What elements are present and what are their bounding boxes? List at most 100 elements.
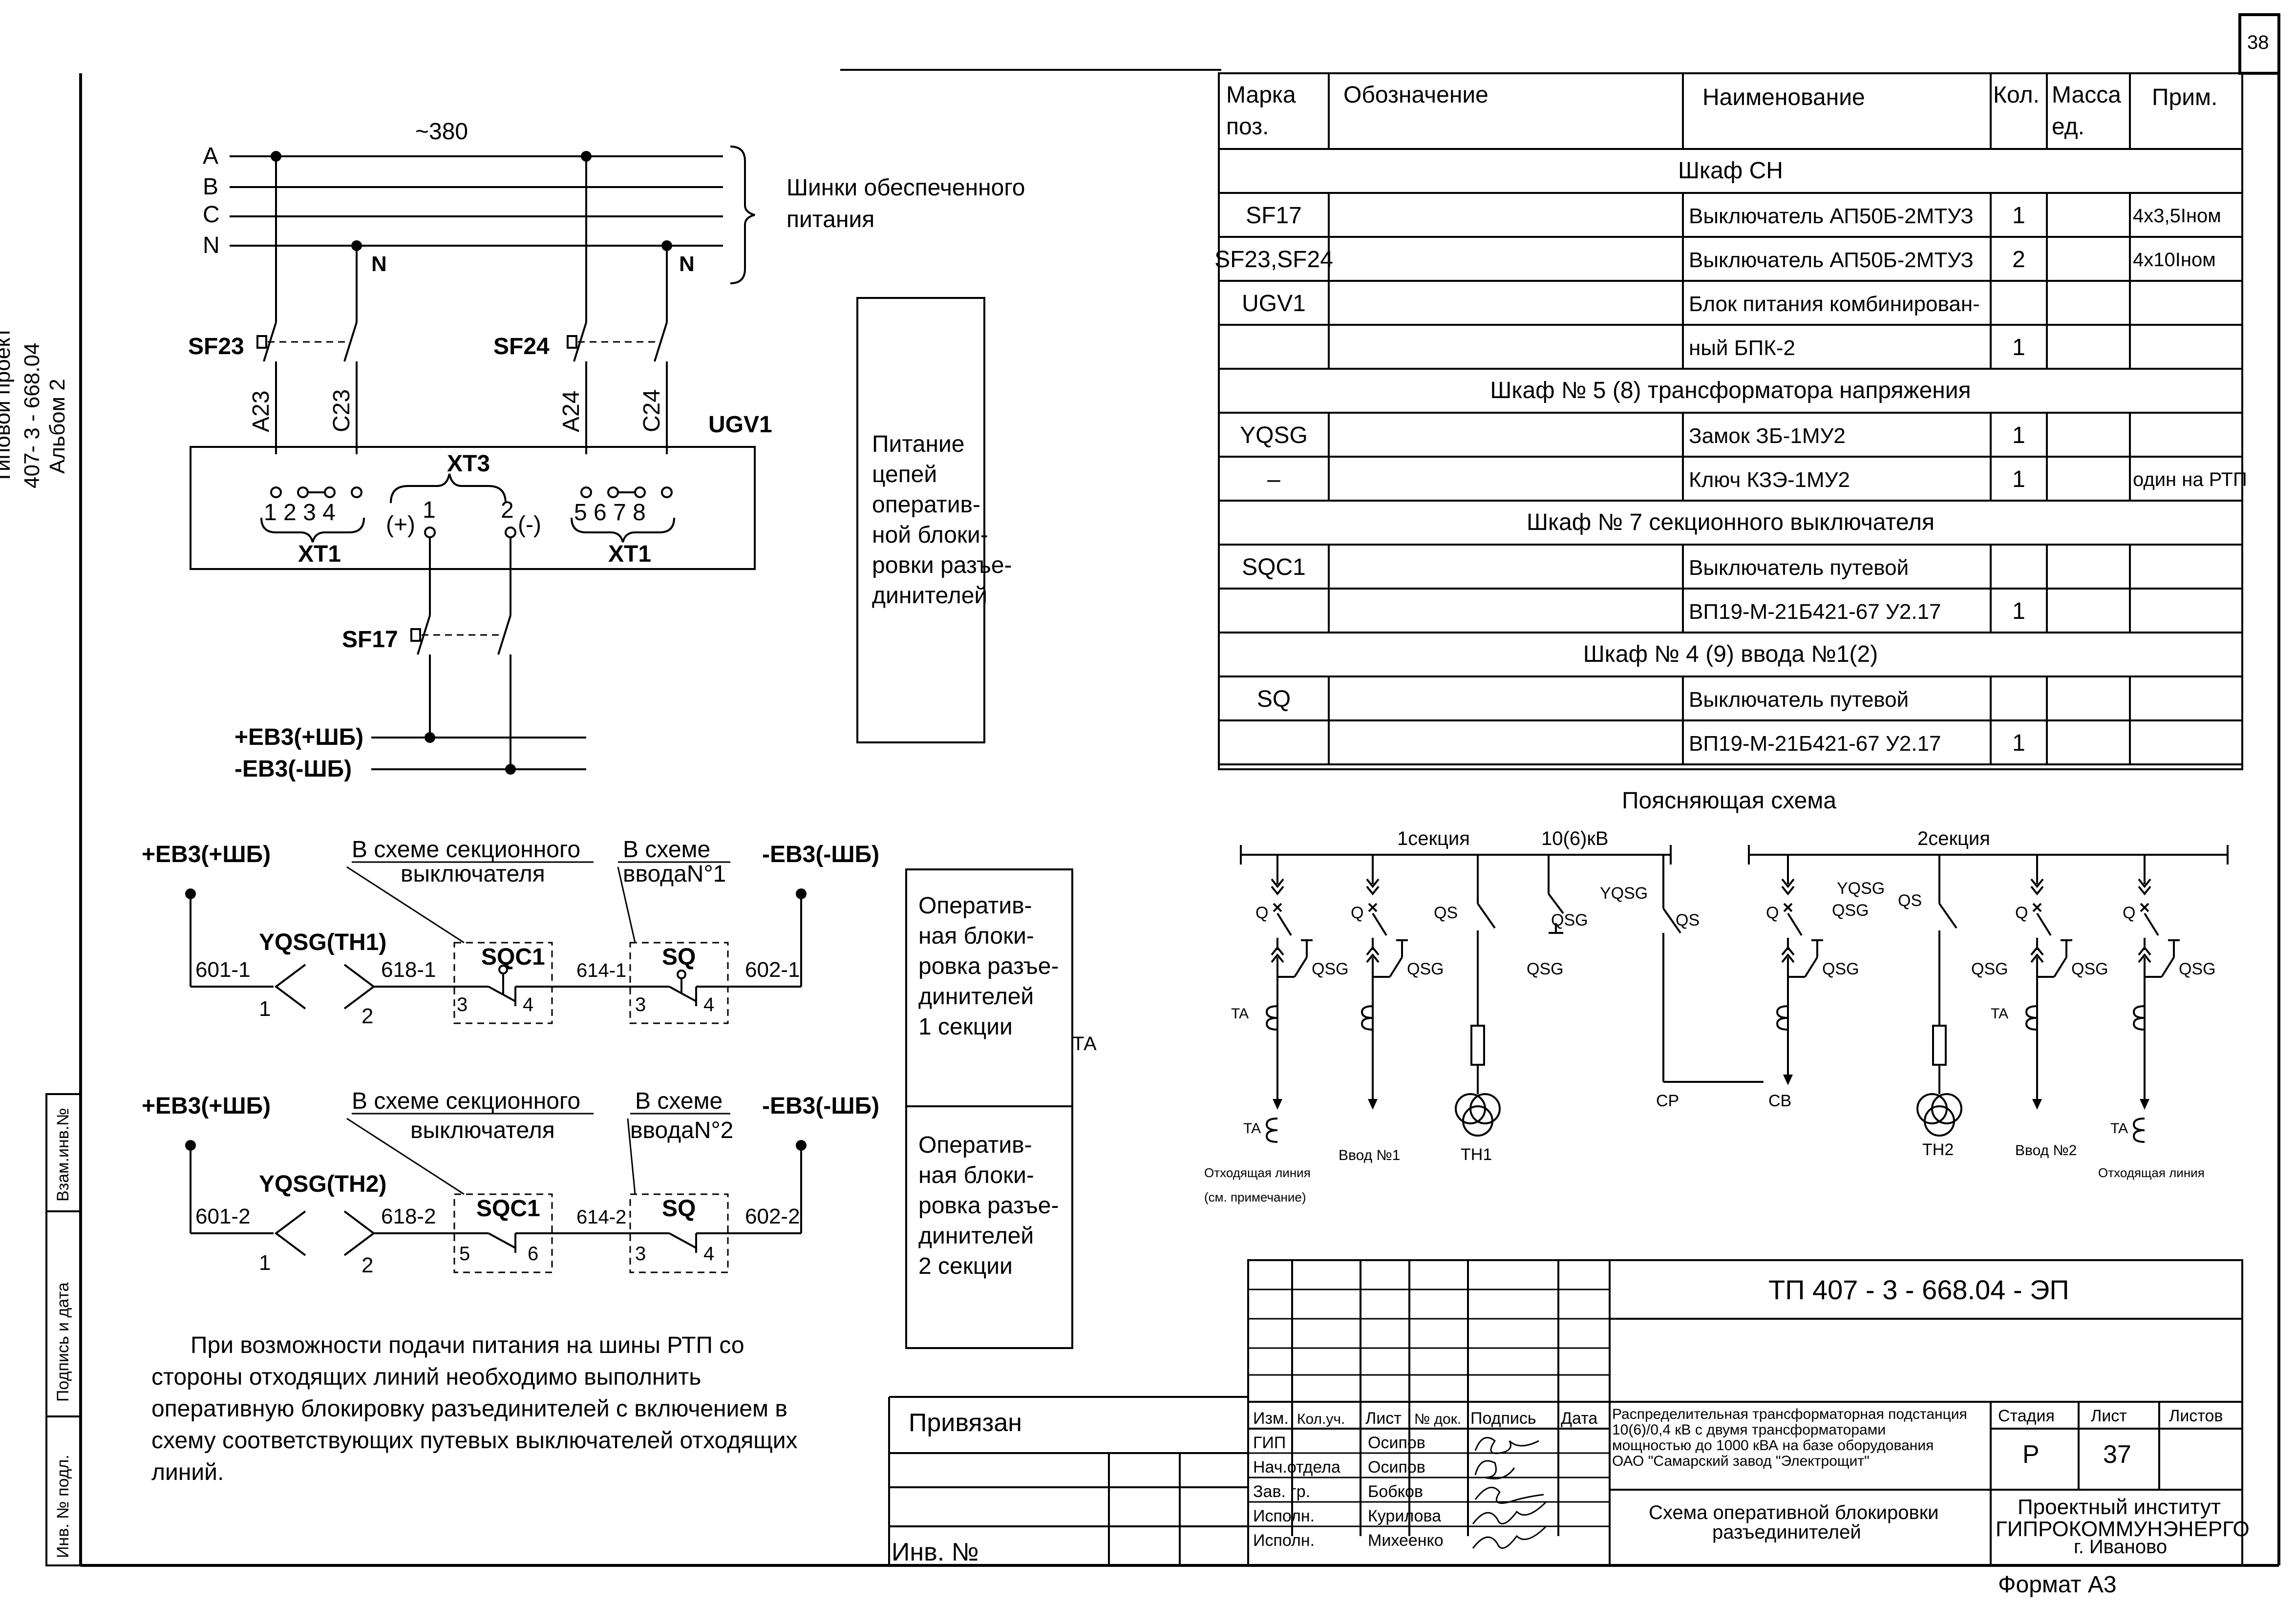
sheet-header: Лист — [2091, 1407, 2127, 1425]
stage-header: Стадия — [1998, 1407, 2055, 1425]
spec-name: ВП19-М-21Б421-67 У2.17 — [1689, 732, 1941, 756]
sld-out-left-2: (см. примечание) — [1204, 1190, 1306, 1204]
power-box-line-1: Питание — [872, 431, 964, 457]
sld-qsg-label: QSG — [1527, 960, 1564, 978]
title-block: Привязан Инв. № ТП 407 - 3 - 668.04 - ЭП… — [888, 1259, 2250, 1598]
lc2-sq: SQ — [662, 1196, 696, 1222]
box2-line-1: Оператив- — [918, 1132, 1032, 1158]
sf24-label: SF24 — [493, 334, 550, 359]
box1-line-3: ровка разъе- — [918, 953, 1059, 979]
spec-qty: 2 — [2012, 247, 2025, 273]
ta-mark: ТА — [1072, 1033, 1097, 1055]
spec-qty: 1 — [2012, 422, 2025, 448]
power-box: Питание цепей оператив- ной блоки- ровки… — [856, 297, 1012, 743]
spec-name: Блок питания комбинирован- — [1689, 292, 1980, 316]
doc-code: ТП 407 - 3 - 668.04 - ЭП — [1768, 1274, 2069, 1305]
sld-ta-label: TA — [1991, 1006, 2008, 1022]
wire-c24: C24 — [639, 389, 665, 432]
ugv1-label: UGV1 — [708, 412, 772, 438]
sld-cb: СВ — [1768, 1092, 1791, 1110]
box2-line-3: ровка разъе- — [918, 1193, 1059, 1219]
sld-qsg-label: QSG — [1407, 960, 1444, 978]
name-4: Курилова — [1368, 1507, 1441, 1525]
stamp-sign: Подпись и дата — [54, 1282, 72, 1402]
th-date: Дата — [1561, 1409, 1597, 1428]
th-mark-1: Марка — [1226, 82, 1296, 108]
power-box-line-4: ной блоки- — [872, 522, 988, 548]
note: При возможности подачи питания на шины Р… — [151, 1332, 798, 1485]
spec-mark: UGV1 — [1242, 291, 1306, 317]
lc1-w1: 601-1 — [195, 958, 251, 982]
lc2-c2: 6 — [528, 1243, 538, 1265]
inv-label: Инв. № — [892, 1538, 978, 1566]
sld-q-label: Q — [1255, 904, 1268, 922]
spec-mark: – — [1267, 466, 1280, 492]
spec-qty: 1 — [2012, 203, 2025, 229]
supply-voltage: ~380 — [415, 119, 468, 145]
spec-section-title: Шкаф СН — [1678, 158, 1783, 184]
sld-qs-section: QS — [1676, 911, 1700, 929]
sld-q-label: Q — [1766, 904, 1779, 922]
sld-input1: Ввод №1 — [1339, 1147, 1400, 1163]
th-izm: Изм. — [1253, 1409, 1289, 1428]
xt3-label: XT3 — [447, 451, 490, 477]
stamp-replace: Взам.инв.№ — [54, 1108, 72, 1202]
lc2-sqc: SQC1 — [476, 1196, 540, 1222]
note-line-1: При возможности подачи питания на шины Р… — [191, 1332, 744, 1358]
th-ndok: № док. — [1414, 1411, 1461, 1427]
spec-name: Выключатель АП50Б-2МТУЗ — [1689, 204, 1974, 228]
spec-name: Выключатель путевой — [1689, 556, 1909, 580]
th-mass-1: Масса — [2052, 82, 2121, 108]
sld-qs-2: QS — [1898, 891, 1922, 910]
lc2-input-note-1: В схеме — [635, 1088, 723, 1114]
n-tap-1: N — [371, 252, 387, 276]
sf23-label: SF23 — [188, 334, 244, 359]
note-line-3: оперативную блокировку разъединителей с … — [151, 1396, 787, 1422]
lc1-p2: 2 — [361, 1004, 373, 1028]
box1-line-2: ная блоки- — [918, 923, 1034, 949]
lc1-minus: -ЕВ3(-ШБ) — [762, 842, 879, 867]
lc2-sect-note-2: выключателя — [410, 1118, 555, 1143]
sld-yqsg2: YQSG — [1837, 879, 1885, 898]
ev-minus: -ЕВ3(-ШБ) — [234, 756, 352, 782]
sld-cp: СР — [1656, 1092, 1679, 1110]
spec-name: ный БПК-2 — [1689, 336, 1795, 360]
wire-a23: A23 — [248, 391, 274, 432]
sld-qs-th1: QS — [1434, 904, 1458, 922]
spec-name: Замок ЗБ-1МУ2 — [1689, 424, 1846, 448]
lc1-sqc: SQC1 — [481, 944, 545, 970]
lc1-sect-note-2: выключателя — [401, 861, 545, 887]
box1-line-5: 1 секции — [918, 1014, 1013, 1040]
sld-ta-label: TA — [1231, 1006, 1249, 1022]
lc2-c3: 3 — [635, 1243, 646, 1265]
section-boxes: Оператив- ная блоки- ровка разъе- дините… — [905, 868, 1097, 1349]
lc1-p1: 1 — [259, 997, 271, 1021]
name-1: Осипов — [1368, 1434, 1425, 1452]
xt3-t1: 1 — [423, 497, 436, 523]
spec-name: Выключатель путевой — [1689, 688, 1909, 712]
lc1-sq: SQ — [662, 944, 696, 970]
lc1-w2: 618-1 — [381, 958, 436, 982]
spec-name: ВП19-М-21Б421-67 У2.17 — [1689, 600, 1941, 624]
spec-note: один на РТП — [2133, 469, 2247, 490]
lock-circuit-1: +ЕВ3(+ШБ) -ЕВ3(-ШБ) В схеме секционного … — [142, 837, 879, 1028]
sld-th2: ТН2 — [1922, 1140, 1954, 1159]
sld-out-right: Отходящая линия — [2098, 1165, 2205, 1180]
box1-line-4: динителей — [918, 984, 1034, 1010]
bound-label: Привязан — [909, 1409, 1022, 1437]
sld-qsg-label: QSG — [2071, 960, 2108, 978]
sld-q-label: Q — [1351, 904, 1363, 922]
power-box-line-6: динителей — [872, 583, 987, 609]
lc2-plus: +ЕВ3(+ШБ) — [142, 1093, 271, 1119]
lc2-w2: 618-2 — [381, 1204, 436, 1228]
wire-a24: A24 — [558, 391, 584, 432]
sld-sec2: 2секция — [1917, 828, 1990, 849]
sld-q-label: Q — [2015, 904, 2028, 922]
spec-table: Марка поз. Обозначение Наименование Кол.… — [1214, 72, 2247, 770]
xt1-right-terms: 5 6 7 8 — [574, 500, 646, 526]
lc1-w4: 602-1 — [745, 958, 800, 982]
box2-line-4: динителей — [918, 1223, 1034, 1249]
